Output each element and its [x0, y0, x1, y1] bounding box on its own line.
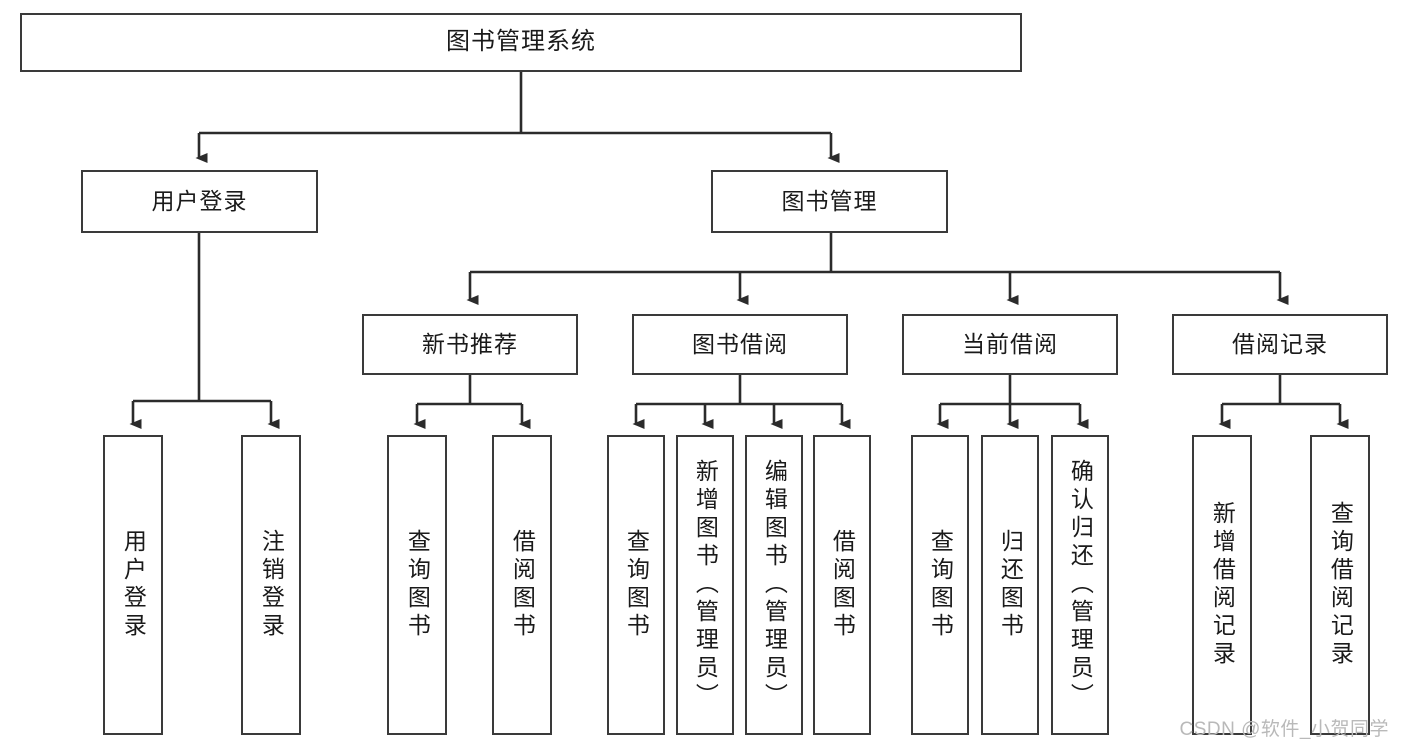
leaf-user-login[interactable]: 用户登录 [103, 435, 163, 735]
leaf-label: 确认归还（管理员） [1067, 459, 1094, 711]
node-book-manage[interactable]: 图书管理 [711, 170, 948, 233]
node-borrow-record[interactable]: 借阅记录 [1172, 314, 1388, 375]
leaf-borrow-book-1[interactable]: 借阅图书 [492, 435, 552, 735]
node-current-borrow[interactable]: 当前借阅 [902, 314, 1118, 375]
leaf-label: 查询图书 [404, 529, 431, 641]
node-new-book-recommend[interactable]: 新书推荐 [362, 314, 578, 375]
node-book-borrow[interactable]: 图书借阅 [632, 314, 848, 375]
leaf-label: 注销登录 [258, 529, 285, 641]
leaf-label: 编辑图书（管理员） [761, 459, 788, 711]
leaf-label: 查询借阅记录 [1327, 501, 1354, 669]
leaf-label: 借阅图书 [509, 529, 536, 641]
leaf-label: 新增借阅记录 [1209, 501, 1236, 669]
leaf-query-book-1[interactable]: 查询图书 [387, 435, 447, 735]
leaf-add-book[interactable]: 新增图书（管理员） [676, 435, 734, 735]
leaf-label: 查询图书 [927, 529, 954, 641]
leaf-query-book-3[interactable]: 查询图书 [911, 435, 969, 735]
leaf-label: 归还图书 [997, 529, 1024, 641]
leaf-label: 用户登录 [120, 529, 147, 641]
leaf-confirm-return[interactable]: 确认归还（管理员） [1051, 435, 1109, 735]
watermark-text: CSDN @软件_小贺同学 [1179, 719, 1389, 740]
leaf-query-book-2[interactable]: 查询图书 [607, 435, 665, 735]
node-user-login[interactable]: 用户登录 [81, 170, 318, 233]
leaf-label: 新增图书（管理员） [692, 459, 719, 711]
leaf-logout[interactable]: 注销登录 [241, 435, 301, 735]
leaf-add-record[interactable]: 新增借阅记录 [1192, 435, 1252, 735]
leaf-return-book[interactable]: 归还图书 [981, 435, 1039, 735]
leaf-edit-book[interactable]: 编辑图书（管理员） [745, 435, 803, 735]
leaf-borrow-book-2[interactable]: 借阅图书 [813, 435, 871, 735]
leaf-label: 查询图书 [623, 529, 650, 641]
leaf-query-record[interactable]: 查询借阅记录 [1310, 435, 1370, 735]
node-root-system[interactable]: 图书管理系统 [20, 13, 1022, 72]
leaf-label: 借阅图书 [829, 529, 856, 641]
